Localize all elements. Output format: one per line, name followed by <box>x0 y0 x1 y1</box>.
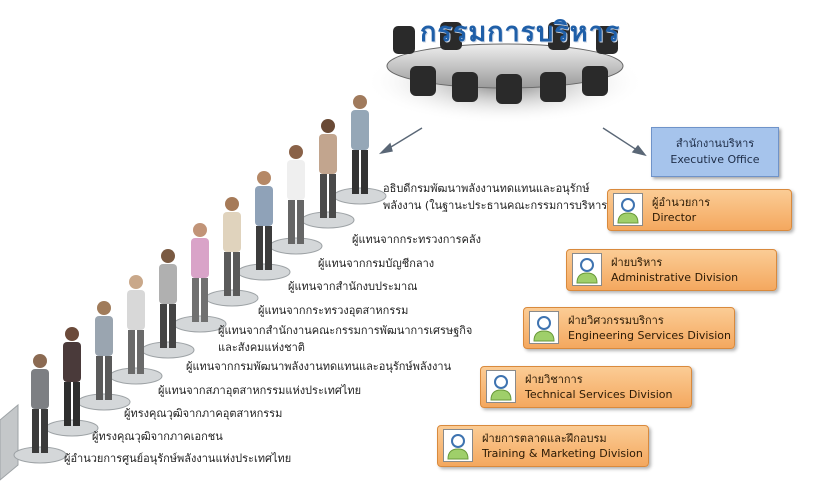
division-box-director: ผู้อำนวยการ Director <box>607 189 792 231</box>
division-english: Administrative Division <box>611 271 739 284</box>
member-label-budget-bureau: ผู้แทนจากสำนักงบประมาณ <box>288 280 418 293</box>
member-label-finance: ผู้แทนจากกระทรวงการคลัง <box>352 233 481 246</box>
user-avatar-icon <box>443 429 473 462</box>
member-label-chairman: อธิบดีกรมพัฒนาพลังงานทดแทนและอนุรักษ์พลั… <box>383 182 612 212</box>
division-box-training-marketing: ฝ่ายการตลาดและฝึกอบรม Training & Marketin… <box>437 425 649 467</box>
member-label-director-ecct: ผู้อำนวยการศูนย์อนุรักษ์พลังงานแห่งประเท… <box>64 452 292 465</box>
arrow-icon <box>378 127 647 157</box>
executive-office-thai: สำนักงานบริหาร <box>675 137 755 150</box>
member-label-dede: ผู้แทนจากกรมพัฒนาพลังงานทดแทนและอนุรักษ์… <box>186 360 452 373</box>
member-label-industry-ministry: ผู้แทนจากกระทรวงอุตสาหกรรม <box>258 304 409 317</box>
member-label-nesdb: ผู้แทนจากสำนักงานคณะกรรมการพัฒนาการเศรษฐ… <box>218 324 473 354</box>
division-thai: ฝ่ายบริหาร <box>611 256 663 269</box>
division-english: Engineering Services Division <box>568 329 731 342</box>
division-thai: ผู้อำนวยการ <box>652 196 711 209</box>
user-avatar-icon <box>486 370 516 403</box>
person-figure-icon <box>31 95 369 453</box>
conference-table-icon <box>365 22 645 124</box>
division-thai: ฝ่ายวิศวกรรมบริการ <box>568 314 664 327</box>
member-label-comptroller: ผู้แทนจากกรมบัญชีกลาง <box>318 257 435 270</box>
user-avatar-icon <box>529 311 559 344</box>
executive-office-english: Executive Office <box>670 153 760 166</box>
board-title: กรรมการบริหาร <box>420 17 621 48</box>
user-avatar-icon <box>572 253 602 286</box>
division-english: Technical Services Division <box>525 388 673 401</box>
division-thai: ฝ่ายวิชาการ <box>525 373 583 386</box>
division-box-engineering: ฝ่ายวิศวกรรมบริการ Engineering Services D… <box>523 307 735 349</box>
user-avatar-icon <box>613 193 643 226</box>
staircase <box>0 187 387 481</box>
division-thai: ฝ่ายการตลาดและฝึกอบรม <box>482 432 607 445</box>
division-english: Director <box>652 211 697 224</box>
member-label-private-expert: ผู้ทรงคุณวุฒิจากภาคเอกชน <box>92 430 223 443</box>
executive-office-box: สำนักงานบริหาร Executive Office <box>651 127 779 177</box>
division-box-administrative: ฝ่ายบริหาร Administrative Division <box>566 249 777 291</box>
member-label-fti: ผู้แทนจากสภาอุตสาหกรรมแห่งประเทศไทย <box>158 384 362 397</box>
division-english: Training & Marketing Division <box>482 447 643 460</box>
division-box-technical: ฝ่ายวิชาการ Technical Services Division <box>480 366 692 408</box>
member-label-industry-expert: ผู้ทรงคุณวุฒิจากภาคอุตสาหกรรม <box>124 407 283 420</box>
